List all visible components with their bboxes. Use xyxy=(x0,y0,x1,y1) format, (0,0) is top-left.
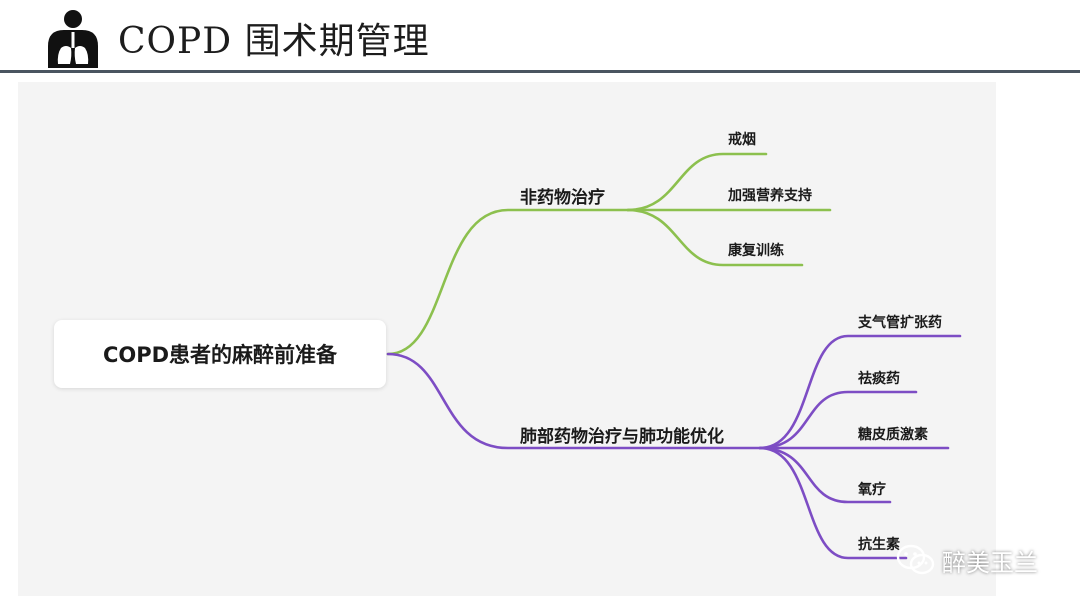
leaf-node-expectorants: 祛痰药 xyxy=(858,371,900,387)
leaf-node-rehab-training: 康复训练 xyxy=(728,243,784,259)
leaf-node-smoking-cessation: 戒烟 xyxy=(728,132,756,148)
branch-node-non-drug: 非药物治疗 xyxy=(520,188,605,208)
mindmap-connectors xyxy=(386,152,962,560)
mindmap-root-node: COPD患者的麻醉前准备 xyxy=(54,320,386,388)
watermark: 醉美玉兰 xyxy=(896,540,1038,580)
leaf-node-bronchodilators: 支气管扩张药 xyxy=(858,315,942,331)
header-divider xyxy=(0,70,1080,73)
connector-root-branch-2 xyxy=(386,352,762,450)
lungs-person-icon xyxy=(48,10,98,68)
connector-branch-2-leaf-2 xyxy=(758,390,918,450)
connector-branch-1-leaf-3 xyxy=(626,208,804,267)
leaf-node-oxygen-therapy: 氧疗 xyxy=(858,482,886,498)
watermark-text: 醉美玉兰 xyxy=(942,548,1038,577)
connector-branch-2-leaf-4 xyxy=(758,446,892,504)
leaf-node-antibiotics: 抗生素 xyxy=(858,537,900,553)
connector-branch-1-leaf-1 xyxy=(626,152,768,212)
connector-root-branch-1 xyxy=(386,208,630,356)
root-node-label: COPD患者的麻醉前准备 xyxy=(102,343,338,367)
connector-branch-2-leaf-1 xyxy=(758,334,962,450)
mindmap-canvas: COPD患者的麻醉前准备 非药物治疗 戒烟 加强营养支持 康复训练 肺部药物治疗… xyxy=(18,82,996,596)
leaf-node-nutrition-support: 加强营养支持 xyxy=(728,188,812,204)
page-title: COPD 围术期管理 xyxy=(118,21,430,62)
connector-branch-2-leaf-5 xyxy=(758,446,908,560)
leaf-node-corticosteroids: 糖皮质激素 xyxy=(858,427,928,443)
header: COPD 围术期管理 xyxy=(0,0,1080,76)
wechat-icon xyxy=(896,544,935,575)
branch-node-drug-therapy: 肺部药物治疗与肺功能优化 xyxy=(520,427,724,447)
